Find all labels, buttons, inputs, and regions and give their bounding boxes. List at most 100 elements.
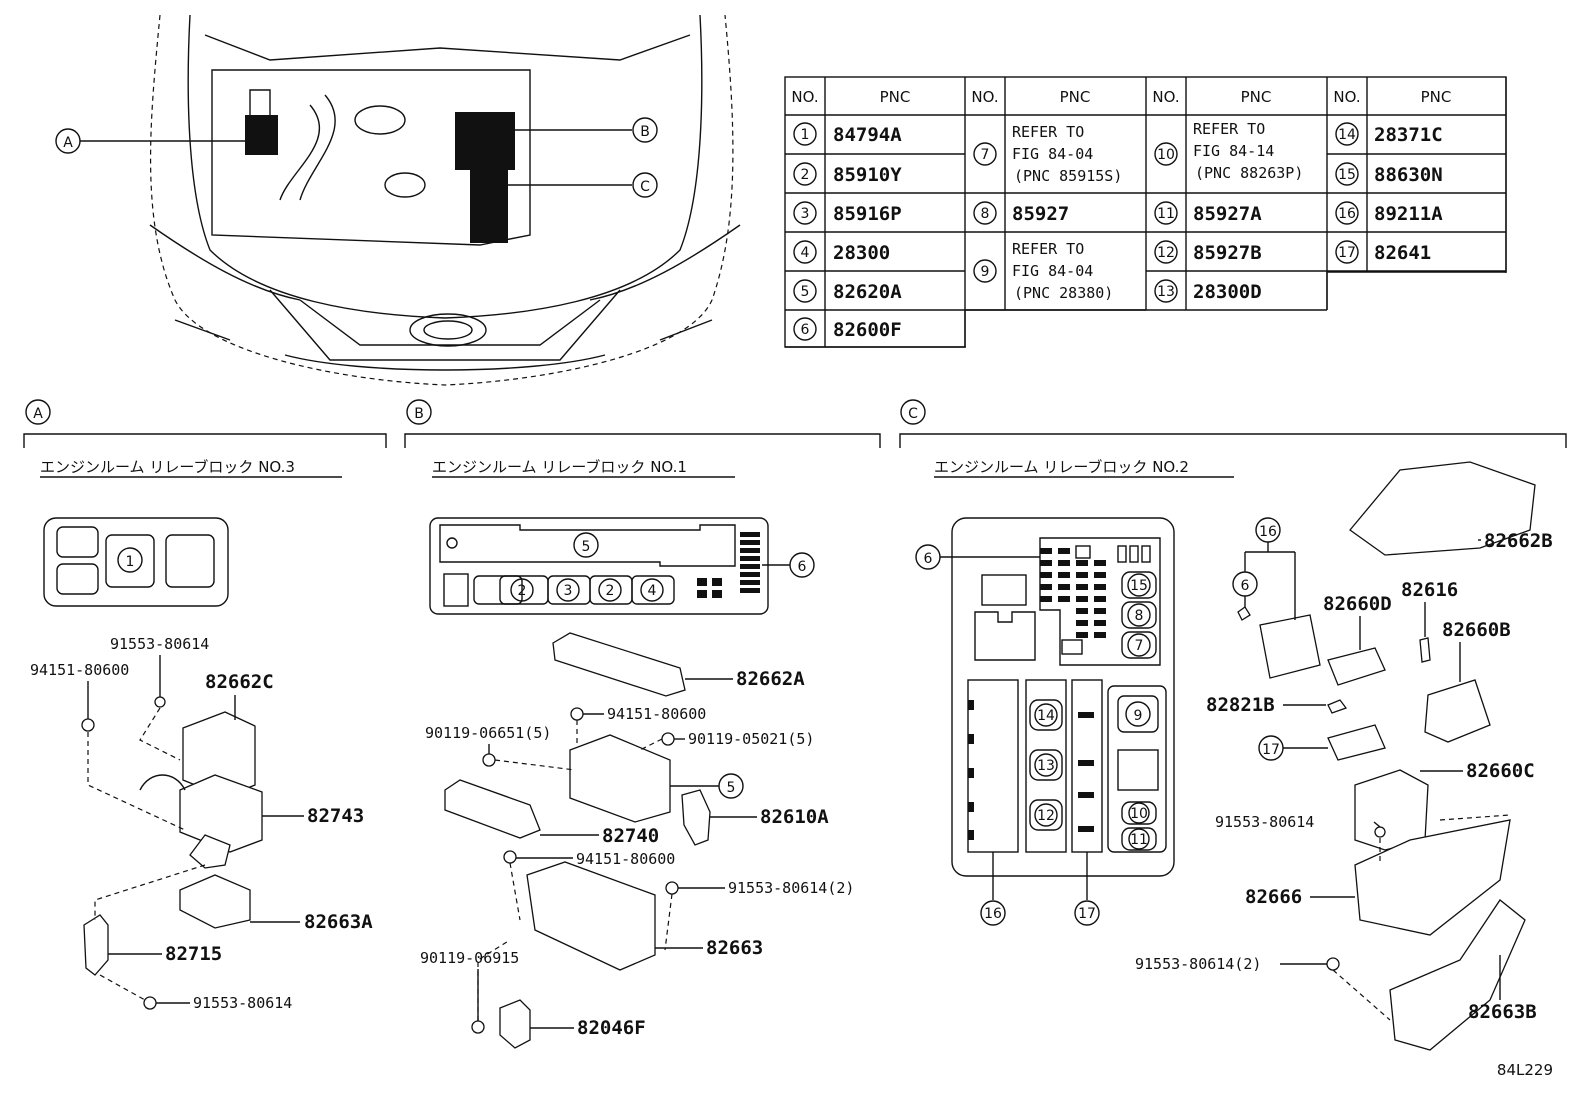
part-label: 82610A	[760, 806, 829, 828]
svg-text:12: 12	[1037, 808, 1055, 824]
part-label: 82715	[165, 943, 222, 965]
section-c-title: エンジンルーム リレーブロック NO.2	[934, 458, 1189, 476]
svg-text:FIG 84-04: FIG 84-04	[1012, 145, 1093, 163]
svg-text:14: 14	[1338, 127, 1356, 143]
svg-text:8: 8	[981, 206, 990, 222]
engine-bay-overview	[149, 14, 741, 386]
part-label: 82663	[706, 937, 763, 959]
svg-text:C: C	[908, 406, 918, 422]
svg-text:11: 11	[1130, 832, 1148, 848]
part-label: 91553-80614	[110, 635, 209, 653]
table-row: 14 28371C	[1335, 122, 1443, 146]
table-row: 4 28300	[793, 240, 890, 264]
svg-text:2: 2	[801, 167, 810, 183]
part-label: 82660D	[1323, 593, 1392, 615]
part-label: 82662A	[736, 668, 805, 690]
part-label: 90119-05021(5)	[688, 730, 814, 748]
svg-text:16: 16	[984, 906, 1002, 922]
svg-text:FIG 84-04: FIG 84-04	[1012, 262, 1093, 280]
section-b-title: エンジンルーム リレーブロック NO.1	[432, 458, 687, 476]
svg-text:82641: 82641	[1374, 242, 1431, 264]
section-a-title: エンジンルーム リレーブロック NO.3	[40, 458, 295, 476]
table-header-no: NO.	[971, 88, 998, 106]
part-label: 82666	[1245, 886, 1302, 908]
part-label: 82660B	[1442, 619, 1511, 641]
svg-text:5: 5	[727, 780, 736, 796]
svg-text:85910Y: 85910Y	[833, 164, 902, 186]
svg-text:FIG 84-14: FIG 84-14	[1193, 142, 1274, 160]
svg-text:2: 2	[518, 583, 527, 599]
part-label: 94151-80600	[607, 705, 706, 723]
relay-block-no1-layout: 5 2 3 2 4 6	[429, 517, 815, 615]
svg-text:REFER TO: REFER TO	[1193, 120, 1265, 138]
svg-text:28371C: 28371C	[1374, 124, 1443, 146]
callout-c: C	[508, 172, 658, 198]
part-label: 82740	[602, 825, 659, 847]
svg-text:15: 15	[1338, 167, 1356, 183]
table-row: 9 REFER TO FIG 84-04 (PNC 28380)	[973, 240, 1113, 302]
svg-text:6: 6	[1241, 578, 1250, 594]
section-b-labels: 82662A 94151-80600 90119-06651(5) 90119-…	[420, 668, 854, 1039]
table-row: 3 85916P	[793, 201, 902, 225]
section-c-header: C エンジンルーム リレーブロック NO.2	[899, 399, 1567, 478]
table-row: 12 85927B	[1154, 240, 1262, 264]
svg-text:13: 13	[1157, 284, 1175, 300]
svg-text:17: 17	[1338, 245, 1356, 261]
table-row: 13 28300D	[1154, 279, 1262, 303]
svg-text:REFER TO: REFER TO	[1012, 123, 1084, 141]
part-label: 82821B	[1206, 694, 1275, 716]
table-header-no: NO.	[1152, 88, 1179, 106]
svg-text:12: 12	[1157, 245, 1175, 261]
svg-text:7: 7	[981, 147, 990, 163]
svg-text:A: A	[33, 406, 43, 422]
svg-text:4: 4	[801, 245, 810, 261]
callout-a: A	[55, 128, 245, 154]
table-header-pnc: PNC	[1241, 88, 1272, 106]
svg-text:28300D: 28300D	[1193, 281, 1262, 303]
part-label: 91553-80614(2)	[1135, 955, 1261, 973]
svg-text:5: 5	[801, 284, 810, 300]
table-row: 2 85910Y	[793, 162, 902, 186]
part-label: 82662C	[205, 671, 274, 693]
part-label: 91553-80614(2)	[728, 879, 854, 897]
relay-block-no3-layout: 1	[43, 517, 229, 607]
svg-text:16: 16	[1338, 206, 1356, 222]
table-row: 7 REFER TO FIG 84-04 (PNC 85915S)	[973, 123, 1122, 185]
part-label: 82663A	[304, 911, 373, 933]
callout-b-label: B	[640, 124, 650, 140]
table-header-no: NO.	[791, 88, 818, 106]
svg-text:85927B: 85927B	[1193, 242, 1262, 264]
svg-text:3: 3	[564, 583, 573, 599]
svg-text:11: 11	[1157, 206, 1175, 222]
relay-block-no2-parts	[1237, 461, 1536, 1051]
relay-block-no2-layout: 15 8 7 14 13 12 9 10 11	[915, 517, 1175, 926]
table-row: 6 82600F	[793, 317, 902, 341]
section-b-header: B エンジンルーム リレーブロック NO.1	[404, 399, 881, 478]
table-header-no: NO.	[1333, 88, 1360, 106]
svg-text:15: 15	[1130, 578, 1148, 594]
part-label: 90119-06651(5)	[425, 724, 551, 742]
relay-block-no1-parts	[444, 632, 711, 1049]
part-label: 82663B	[1468, 1001, 1537, 1023]
svg-text:6: 6	[924, 551, 933, 567]
table-header-pnc: PNC	[880, 88, 911, 106]
svg-text:5: 5	[582, 539, 591, 555]
table-row: 10 REFER TO FIG 84-14 (PNC 88263P)	[1154, 120, 1303, 182]
section-c-labels: 16 6 82662B 82616 82660D 82660B 82821B 1…	[1135, 517, 1553, 1023]
svg-text:85927A: 85927A	[1193, 203, 1262, 225]
svg-text:2: 2	[606, 583, 615, 599]
part-label: 94151-80600	[576, 850, 675, 868]
pnc-table: NO. PNC NO. PNC NO. PNC NO. PNC 1 84794A…	[784, 76, 1508, 349]
svg-text:3: 3	[801, 206, 810, 222]
callout-b: B	[515, 117, 658, 143]
callout-c-label: C	[640, 179, 650, 195]
svg-text:88630N: 88630N	[1374, 164, 1443, 186]
section-a-header: A エンジンルーム リレーブロック NO.3	[23, 399, 387, 478]
svg-text:16: 16	[1259, 524, 1277, 540]
svg-text:8: 8	[1135, 608, 1144, 624]
part-label: 82046F	[577, 1017, 646, 1039]
svg-text:85927: 85927	[1012, 203, 1069, 225]
section-a-labels: 91553-80614 94151-80600 82662C 82743 826…	[30, 635, 373, 1012]
svg-text:13: 13	[1037, 758, 1055, 774]
svg-text:17: 17	[1262, 742, 1280, 758]
